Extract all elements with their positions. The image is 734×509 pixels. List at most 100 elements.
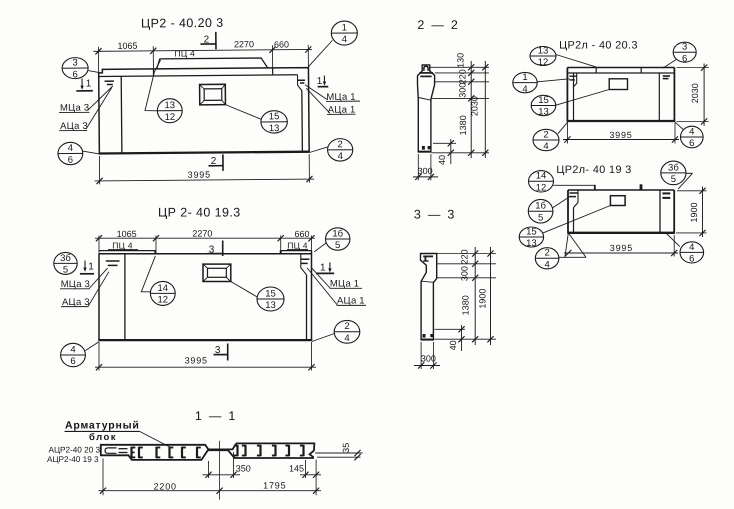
svg-text:6: 6 [689,254,694,265]
svg-text:145: 145 [289,464,304,474]
svg-text:1б: 1б [535,201,546,212]
svg-text:1: 1 [86,78,92,89]
svg-text:2270: 2270 [234,39,254,49]
svg-text:1900: 1900 [477,289,487,309]
svg-text:6: 6 [689,138,694,149]
svg-text:300: 300 [421,354,436,364]
svg-text:2030: 2030 [690,83,700,103]
svg-text:1900: 1900 [689,202,699,222]
svg-text:АЦа 3: АЦа 3 [60,121,88,132]
svg-text:300: 300 [458,83,468,98]
svg-text:15: 15 [269,111,280,122]
svg-text:13: 13 [538,107,549,118]
svg-text:15: 15 [265,288,276,299]
svg-text:1: 1 [342,22,347,33]
svg-text:15: 15 [526,226,537,237]
svg-text:1: 1 [88,262,94,273]
svg-text:АЦР2-40 19 3: АЦР2-40 19 3 [47,455,99,464]
svg-text:14: 14 [536,171,547,182]
svg-text:220: 220 [458,69,468,84]
svg-text:3 — 3: 3 — 3 [414,208,456,222]
svg-text:14: 14 [158,283,169,294]
svg-text:МЦа 1: МЦа 1 [326,92,355,103]
svg-text:ПЦ 4: ПЦ 4 [112,240,133,250]
svg-text:4: 4 [522,84,527,95]
svg-text:3: 3 [215,345,221,356]
svg-text:1795: 1795 [263,480,286,490]
svg-text:3995: 3995 [609,130,632,140]
svg-text:АЦа 1: АЦа 1 [337,296,365,307]
svg-text:4: 4 [689,242,694,253]
svg-text:5: 5 [538,212,543,223]
svg-text:4: 4 [342,34,347,45]
svg-text:220: 220 [460,249,470,264]
svg-text:2: 2 [344,321,349,332]
svg-text:12: 12 [536,183,547,194]
svg-text:ПЦ 4: ПЦ 4 [174,48,195,58]
svg-text:3б: 3б [60,253,71,264]
svg-text:13: 13 [269,123,280,134]
svg-text:МЦа 3: МЦа 3 [60,103,89,114]
svg-text:40: 40 [437,155,447,165]
svg-text:13: 13 [164,100,175,111]
svg-text:ЦР2л - 40 20.3: ЦР2л - 40 20.3 [559,39,638,51]
svg-text:4: 4 [689,126,694,137]
svg-text:660: 660 [274,39,289,49]
svg-text:2: 2 [204,34,210,45]
svg-text:6: 6 [70,356,75,367]
svg-text:1б: 1б [332,228,343,239]
svg-text:300: 300 [460,266,470,281]
svg-text:4: 4 [543,141,548,152]
svg-text:МЦа 1: МЦа 1 [330,279,359,290]
svg-text:Арматурный: Арматурный [65,419,140,431]
svg-text:1380: 1380 [461,295,471,315]
svg-text:3995: 3995 [185,355,208,365]
svg-text:АЦа 3: АЦа 3 [62,297,90,308]
svg-text:МЦа 3: МЦа 3 [61,279,90,290]
svg-text:блок: блок [89,432,117,443]
svg-text:ЦР 2- 40 19.3: ЦР 2- 40 19.3 [158,205,241,219]
svg-text:12: 12 [538,57,549,68]
svg-text:4: 4 [68,143,73,154]
svg-text:13: 13 [265,300,276,311]
svg-text:5: 5 [335,240,340,251]
svg-text:1: 1 [317,76,323,87]
svg-text:300: 300 [418,166,433,176]
svg-text:6: 6 [682,53,687,64]
svg-text:40: 40 [448,340,458,350]
svg-text:1 — 1: 1 — 1 [195,409,237,423]
svg-text:2270: 2270 [192,228,212,238]
svg-text:1: 1 [522,72,527,83]
svg-text:3: 3 [72,58,77,69]
svg-text:2: 2 [543,129,548,140]
svg-text:2030: 2030 [470,96,480,116]
svg-text:ПЦ 4: ПЦ 4 [287,240,308,250]
svg-text:3995: 3995 [188,170,211,180]
svg-text:3б: 3б [668,162,679,173]
svg-text:5: 5 [63,265,68,276]
svg-text:1: 1 [320,262,326,273]
svg-text:6: 6 [72,69,77,80]
svg-text:660: 660 [294,229,309,239]
svg-text:1065: 1065 [117,229,137,239]
svg-text:4: 4 [338,151,343,162]
svg-text:4: 4 [344,333,349,344]
svg-text:12: 12 [165,112,176,123]
svg-text:ЦР2 - 40.20 3: ЦР2 - 40.20 3 [141,16,224,31]
svg-text:15: 15 [538,95,549,106]
svg-text:130: 130 [455,53,465,68]
svg-text:2: 2 [211,156,217,167]
svg-text:350: 350 [236,464,251,474]
svg-text:4: 4 [70,344,75,355]
svg-text:3: 3 [209,244,215,255]
svg-text:4: 4 [544,260,549,271]
svg-text:3995: 3995 [610,243,633,253]
svg-text:АЦа 1: АЦа 1 [328,104,356,115]
svg-text:5: 5 [671,174,676,185]
svg-text:13: 13 [526,238,537,249]
svg-text:2200: 2200 [154,481,177,491]
svg-text:35: 35 [341,443,351,453]
svg-text:12: 12 [158,295,169,306]
svg-text:3: 3 [682,42,687,53]
svg-text:1065: 1065 [117,41,137,51]
